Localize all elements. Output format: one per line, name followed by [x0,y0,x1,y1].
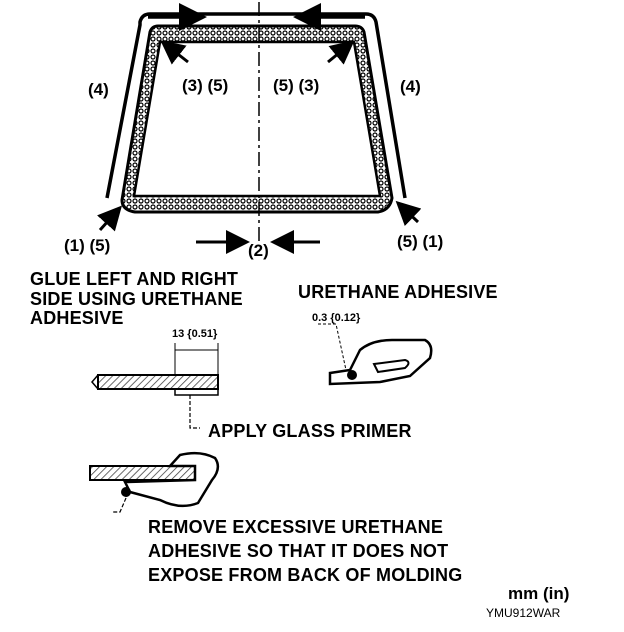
section-urethane-molding [318,323,433,386]
windshield-outer-molding [105,12,407,199]
note-apply-primer: APPLY GLASS PRIMER [208,421,412,441]
callout-bottom-left: (1) (5) [64,236,111,255]
note-remove-line-2: ADHESIVE SO THAT IT DOES NOT [148,541,449,561]
bottom-left-arrow [97,205,123,232]
callout-left-4: (4) [88,80,109,99]
bottom-right-arrow [395,200,422,227]
callout-upper-left-inner: (3) (5) [182,76,229,95]
callout-right-4: (4) [400,77,421,96]
dimension-13mm: 13 {0.51} [172,328,218,340]
windshield-glass-inner [132,40,382,198]
note-glue-line-1: GLUE LEFT AND RIGHT [30,269,239,289]
note-remove-line-3: EXPOSE FROM BACK OF MOLDING [148,565,463,585]
upper-right-inner-arrow [327,40,355,65]
figure-code: YMU912WAR [486,606,561,620]
callout-bottom-right: (5) (1) [397,232,444,251]
upper-left-inner-arrow [160,40,189,65]
callout-bottom-center: (2) [248,241,269,260]
units-label: mm (in) [508,584,570,603]
callout-upper-right-inner: (5) (3) [273,76,320,95]
dimension-03mm: 0.3 {0.12} [312,312,361,324]
note-urethane-adhesive: URETHANE ADHESIVE [298,282,498,302]
note-glue-line-2: SIDE USING URETHANE [30,289,243,309]
section-installed-molding [89,451,220,513]
note-glue-line-3: ADHESIVE [30,308,124,328]
section-glass-primer [91,343,219,429]
note-remove-line-1: REMOVE EXCESSIVE URETHANE [148,517,444,537]
